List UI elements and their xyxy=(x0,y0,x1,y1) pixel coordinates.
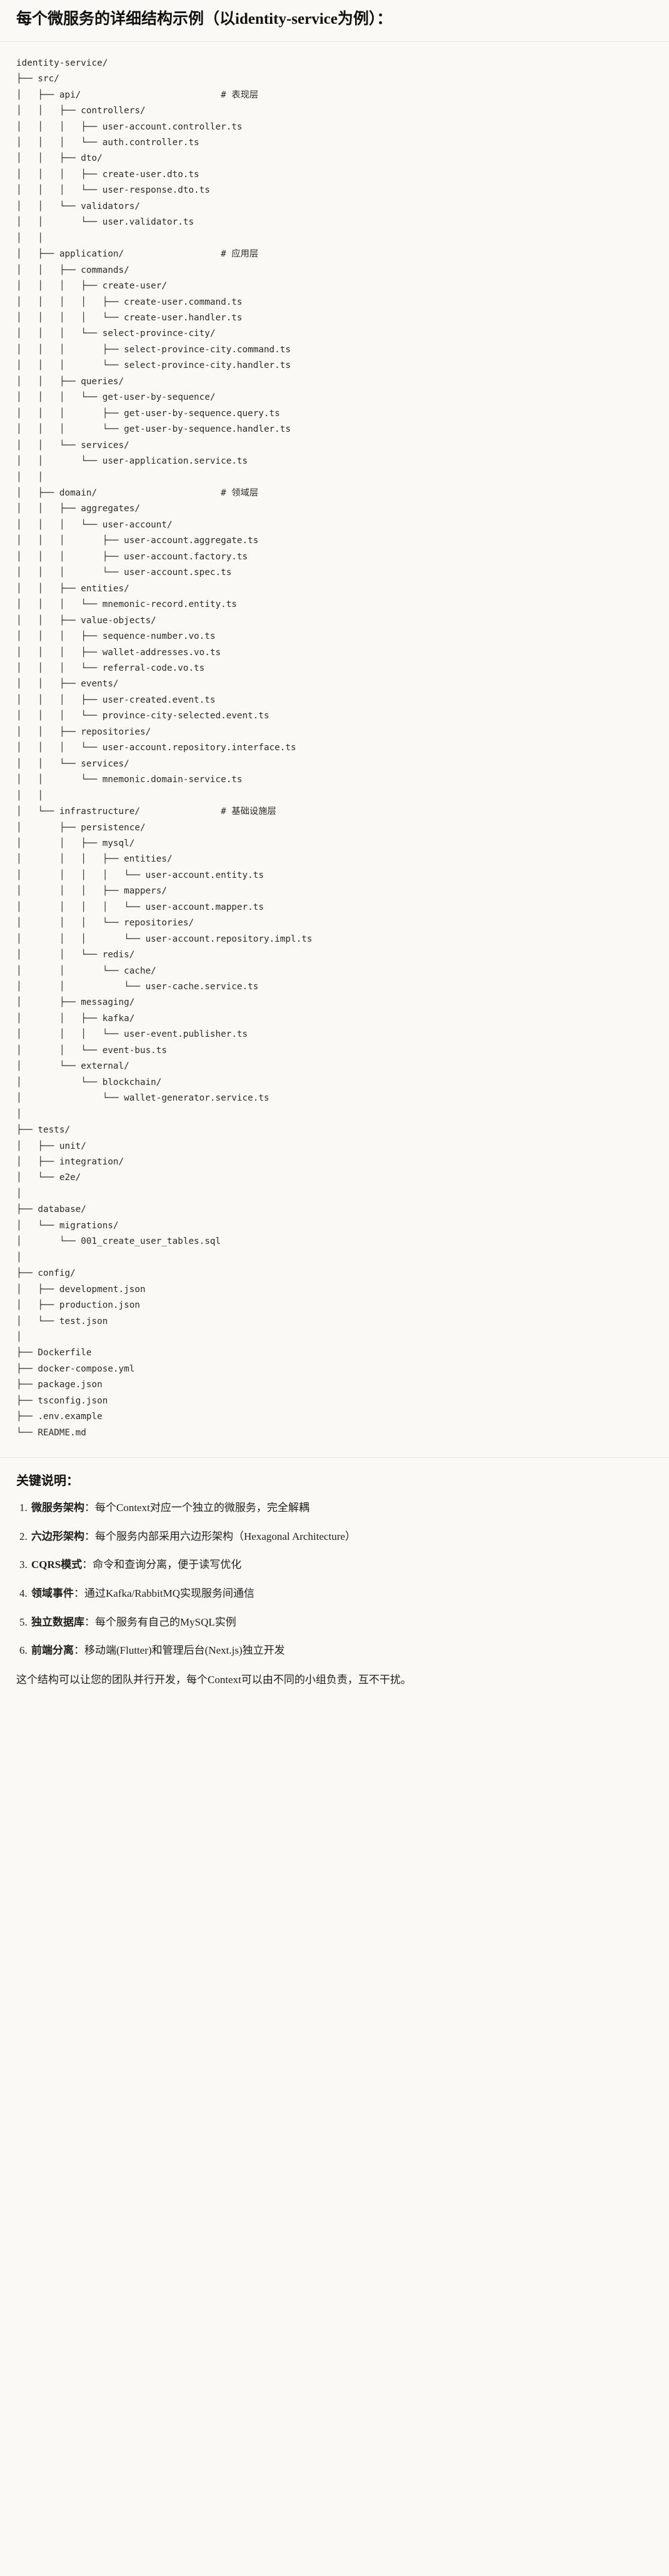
key-note-body: ：每个服务内部采用六边形架构（Hexagonal Architecture） xyxy=(84,1530,356,1542)
page-header: 每个微服务的详细结构示例（以identity-service为例）： xyxy=(0,0,669,42)
key-note-item: 前端分离：移动端(Flutter)和管理后台(Next.js)独立开发 xyxy=(30,1643,653,1659)
page-root: 每个微服务的详细结构示例（以identity-service为例）： ident… xyxy=(0,0,669,1707)
key-note-body: ：每个服务有自己的MySQL实例 xyxy=(84,1616,236,1628)
key-notes-list: 微服务架构：每个Context对应一个独立的微服务，完全解耦六边形架构：每个服务… xyxy=(16,1500,653,1659)
key-notes-title: 关键说明： xyxy=(16,1474,79,1489)
key-note-body: ：通过Kafka/RabbitMQ实现服务间通信 xyxy=(74,1587,254,1600)
key-note-body: ：命令和查询分离，便于读写优化 xyxy=(82,1559,242,1571)
key-note-lead: 微服务架构 xyxy=(31,1502,84,1514)
key-note-body: ：每个Context对应一个独立的微服务，完全解耦 xyxy=(84,1502,309,1514)
key-note-lead: 领域事件 xyxy=(31,1587,74,1600)
key-note-item: CQRS模式：命令和查询分离，便于读写优化 xyxy=(30,1557,653,1573)
key-notes-section: 关键说明： 微服务架构：每个Context对应一个独立的微服务，完全解耦六边形架… xyxy=(0,1458,669,1706)
directory-tree-block: identity-service/ ├── src/ │ ├── api/ # … xyxy=(0,42,669,1459)
key-note-lead: 前端分离 xyxy=(31,1644,74,1657)
key-note-lead: 六边形架构 xyxy=(31,1530,84,1542)
key-note-body: ：移动端(Flutter)和管理后台(Next.js)独立开发 xyxy=(74,1644,285,1657)
page-title: 每个微服务的详细结构示例（以identity-service为例）： xyxy=(16,11,393,28)
key-note-item: 六边形架构：每个服务内部采用六边形架构（Hexagonal Architectu… xyxy=(30,1529,653,1545)
key-note-item: 微服务架构：每个Context对应一个独立的微服务，完全解耦 xyxy=(30,1500,653,1516)
directory-tree: identity-service/ ├── src/ │ ├── api/ # … xyxy=(16,58,313,1438)
key-note-item: 领域事件：通过Kafka/RabbitMQ实现服务间通信 xyxy=(30,1586,653,1602)
key-note-lead: 独立数据库 xyxy=(31,1616,84,1628)
closing-paragraph: 这个结构可以让您的团队并行开发，每个Context可以由不同的小组负责，互不干扰… xyxy=(16,1674,411,1686)
key-note-lead: CQRS模式 xyxy=(31,1559,83,1571)
key-note-item: 独立数据库：每个服务有自己的MySQL实例 xyxy=(30,1615,653,1631)
